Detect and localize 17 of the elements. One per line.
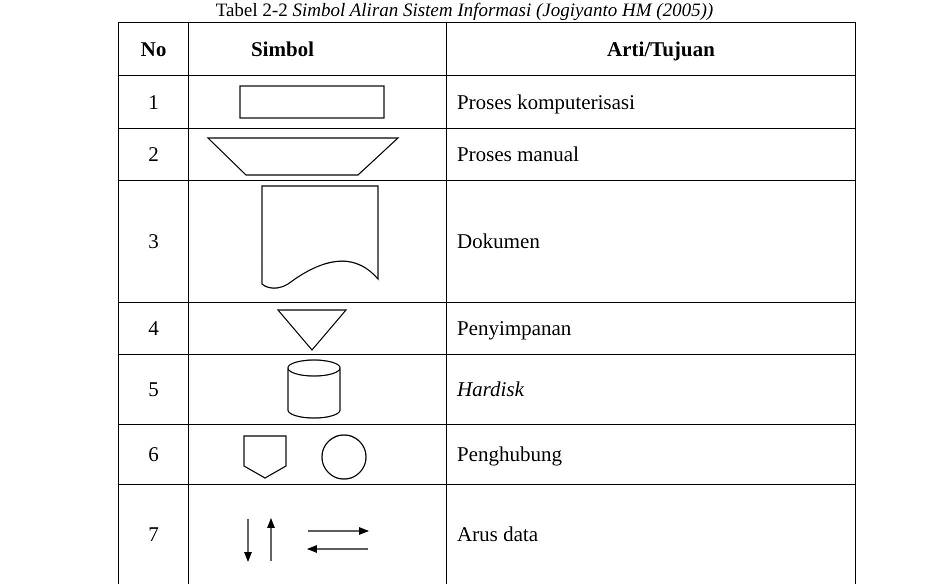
row-number-cell: 4 [118, 302, 188, 354]
table-title: Tabel 2-2 Simbol Aliran Sistem Informasi (Jogiyanto HM (2005)) [214, 0, 714, 21]
meaning-cell: Penyimpanan [446, 302, 856, 354]
row-number-cell: 2 [118, 128, 188, 180]
meaning-cell: Proses komputerisasi [446, 76, 856, 128]
header-cell: No [118, 22, 188, 76]
row-number-cell: 1 [118, 76, 188, 128]
meaning-cell: Hardisk [446, 354, 856, 424]
meaning-cell: Dokumen [446, 180, 856, 302]
row-number-cell: 7 [118, 484, 188, 584]
row-number-cell: 5 [118, 354, 188, 424]
meaning-cell: Penghubung [446, 424, 856, 484]
meaning-cell: Proses manual [446, 128, 856, 180]
row-number-cell: 6 [118, 424, 188, 484]
header-cell: Arti/Tujuan [446, 22, 856, 76]
header-cell: Simbol [188, 22, 446, 76]
row-number-cell: 3 [118, 180, 188, 302]
